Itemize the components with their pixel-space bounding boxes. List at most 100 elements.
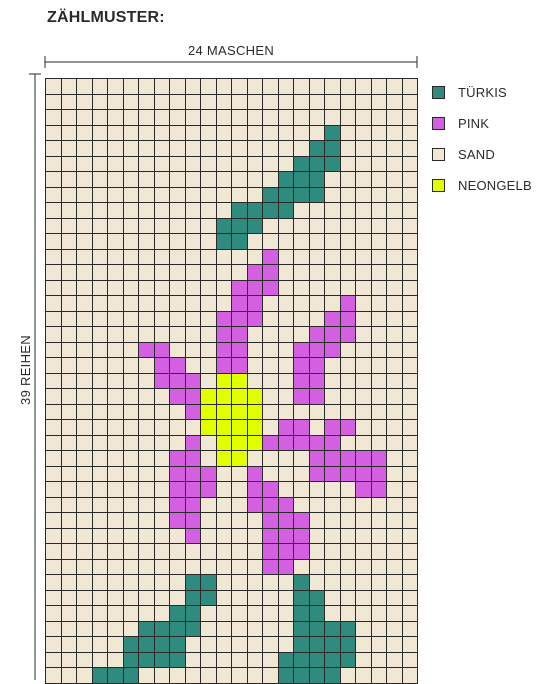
pattern-cell xyxy=(248,420,264,436)
pattern-cell xyxy=(372,513,388,529)
pattern-cell xyxy=(170,389,186,405)
pattern-cell xyxy=(310,389,326,405)
pattern-cell xyxy=(201,405,217,421)
legend: TÜRKIS PINK SAND NEONGELB xyxy=(432,77,532,201)
pattern-cell xyxy=(356,513,372,529)
pattern-cell xyxy=(108,560,124,576)
pattern-cell xyxy=(62,668,78,684)
pattern-cell xyxy=(232,653,248,669)
pattern-cell xyxy=(46,513,62,529)
pattern-cell xyxy=(170,219,186,235)
pattern-cell xyxy=(263,529,279,545)
pattern-cell xyxy=(387,188,403,204)
pattern-cell xyxy=(387,544,403,560)
pattern-cell xyxy=(356,126,372,142)
pattern-cell xyxy=(341,560,357,576)
pattern-cell xyxy=(217,498,233,514)
pattern-cell xyxy=(124,451,140,467)
legend-label: PINK xyxy=(458,116,489,131)
pattern-cell xyxy=(155,529,171,545)
pattern-cell xyxy=(186,95,202,111)
pattern-cell xyxy=(93,358,109,374)
pattern-cell xyxy=(155,544,171,560)
pattern-cell xyxy=(186,110,202,126)
pattern-cell xyxy=(186,467,202,483)
pattern-cell xyxy=(372,420,388,436)
pattern-cell xyxy=(217,544,233,560)
pattern-cell xyxy=(124,513,140,529)
pattern-cell xyxy=(93,544,109,560)
pattern-cell xyxy=(387,296,403,312)
pattern-cell xyxy=(356,622,372,638)
pattern-cell xyxy=(279,281,295,297)
pattern-cell xyxy=(77,312,93,328)
pattern-cell xyxy=(403,544,419,560)
pattern-cell xyxy=(232,374,248,390)
pattern-cell xyxy=(186,482,202,498)
pattern-cell xyxy=(62,374,78,390)
pattern-cell xyxy=(139,188,155,204)
pattern-cell xyxy=(403,637,419,653)
pattern-cell xyxy=(62,529,78,545)
pattern-cell xyxy=(341,296,357,312)
pattern-cell xyxy=(93,575,109,591)
pattern-cell xyxy=(356,157,372,173)
pattern-cell xyxy=(170,265,186,281)
pattern-cell xyxy=(124,606,140,622)
pattern-cell xyxy=(217,312,233,328)
pattern-cell xyxy=(356,389,372,405)
pattern-cell xyxy=(341,281,357,297)
pattern-cell xyxy=(356,172,372,188)
pattern-cell xyxy=(263,188,279,204)
pattern-cell xyxy=(201,281,217,297)
pattern-cell xyxy=(108,482,124,498)
pattern-cell xyxy=(139,529,155,545)
pattern-cell xyxy=(201,296,217,312)
pattern-cell xyxy=(170,95,186,111)
pattern-cell xyxy=(294,482,310,498)
pattern-cell xyxy=(279,203,295,219)
pattern-cell xyxy=(325,668,341,684)
pattern-cell xyxy=(217,79,233,95)
pattern-cell xyxy=(294,544,310,560)
pattern-cell xyxy=(372,296,388,312)
pattern-cell xyxy=(201,374,217,390)
pattern-cell xyxy=(310,110,326,126)
pattern-cell xyxy=(46,668,62,684)
pattern-cell xyxy=(93,79,109,95)
pattern-cell xyxy=(186,188,202,204)
pattern-cell xyxy=(279,451,295,467)
pattern-cell xyxy=(93,482,109,498)
pattern-cell xyxy=(46,343,62,359)
pattern-cell xyxy=(403,653,419,669)
pattern-cell xyxy=(155,343,171,359)
pattern-cell xyxy=(108,327,124,343)
pattern-cell xyxy=(403,312,419,328)
pattern-cell xyxy=(201,498,217,514)
pattern-cell xyxy=(93,327,109,343)
pattern-cell xyxy=(124,172,140,188)
pattern-cell xyxy=(263,296,279,312)
pattern-cell xyxy=(170,482,186,498)
pattern-cell xyxy=(93,312,109,328)
pattern-cell xyxy=(372,327,388,343)
pattern-cell xyxy=(263,637,279,653)
pattern-cell xyxy=(124,157,140,173)
pattern-cell xyxy=(372,575,388,591)
pattern-cell xyxy=(139,95,155,111)
pattern-cell xyxy=(248,498,264,514)
pattern-cell xyxy=(201,110,217,126)
pattern-cell xyxy=(186,343,202,359)
pattern-cell xyxy=(341,405,357,421)
pattern-cell xyxy=(108,405,124,421)
pattern-cell xyxy=(232,482,248,498)
pattern-cell xyxy=(263,95,279,111)
pattern-cell xyxy=(155,95,171,111)
pattern-cell xyxy=(248,312,264,328)
pattern-cell xyxy=(294,668,310,684)
pattern-cell xyxy=(248,668,264,684)
pattern-cell xyxy=(201,467,217,483)
pattern-cell xyxy=(186,436,202,452)
pattern-cell xyxy=(403,281,419,297)
pattern-cell xyxy=(356,575,372,591)
